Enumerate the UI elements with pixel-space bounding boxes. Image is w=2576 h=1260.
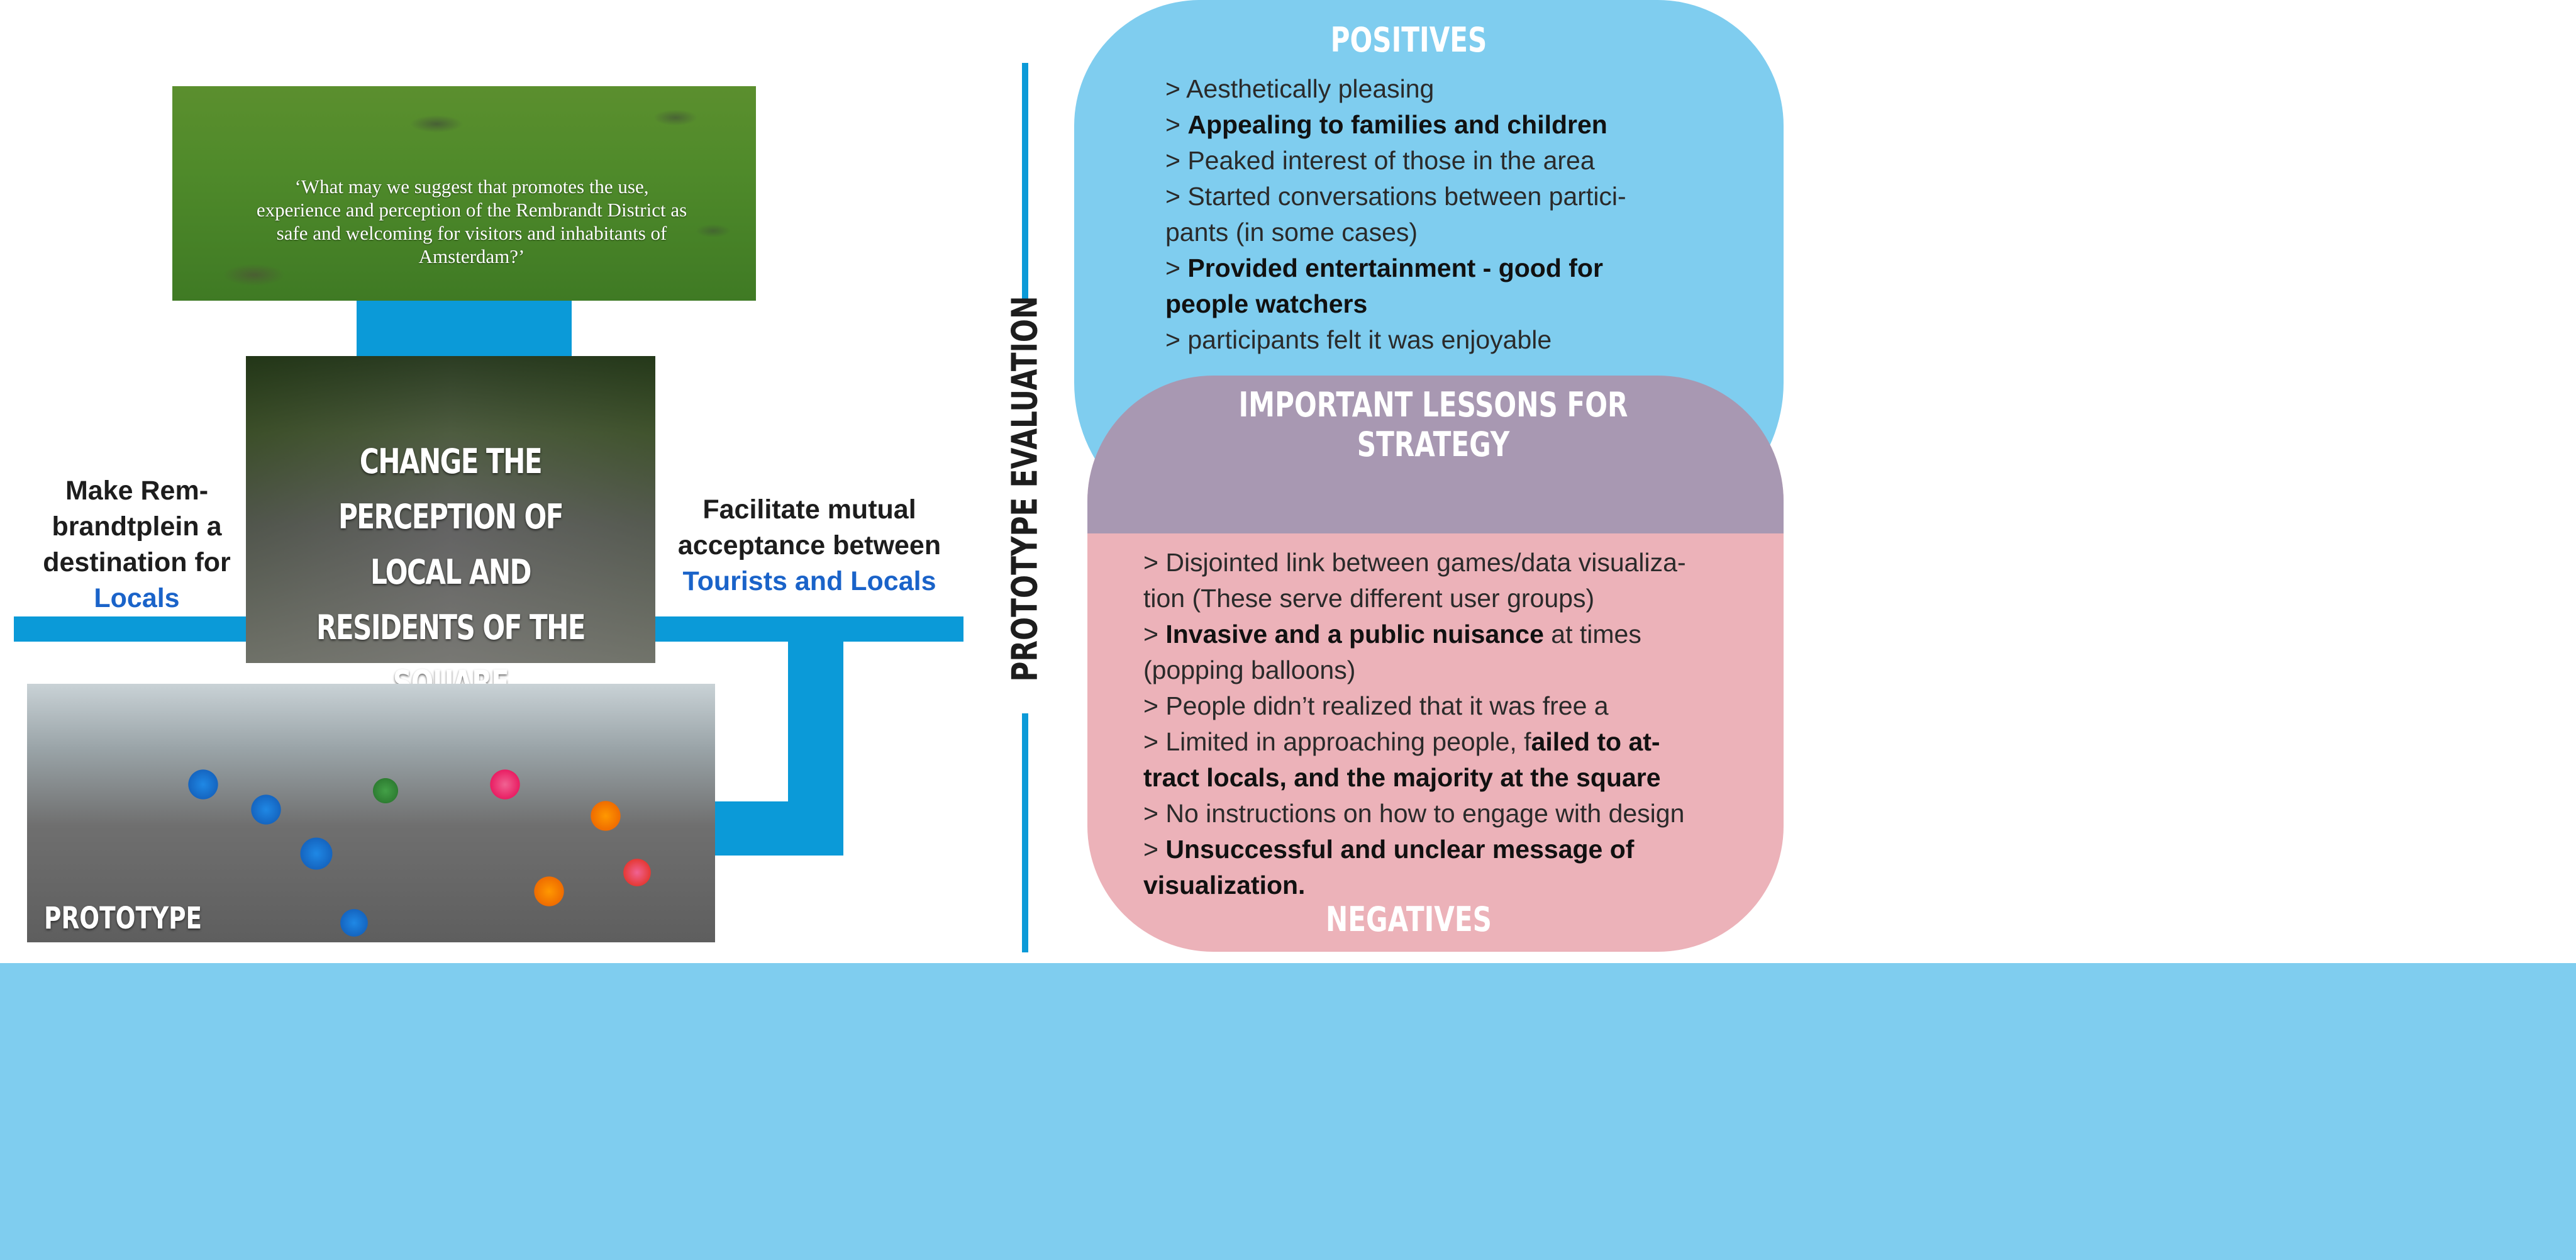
goal-locals-label: Make Rem- brandtplein a destination for … [25,473,248,616]
goal-title: CHANGE THE PERCEPTION OF LOCAL AND RESID… [316,442,586,703]
list-item: > Disjointed link between games/data vis… [1143,545,1686,581]
goal-acceptance-highlight: Tourists and Locals [682,566,936,596]
prototype-label: PROTOTYPE [44,901,203,936]
list-item: > Invasive and a public nuisance at time… [1143,616,1686,652]
list-item-bold: people watchers [1165,289,1368,318]
list-item-bold: Appealing to families and children [1187,110,1607,139]
list-item: > Aesthetically pleasing [1165,71,1626,107]
list-item-text: > Peaked interest of those in the area [1165,146,1595,175]
list-item-text: > No instructions on how to engage with … [1143,799,1685,828]
connector-bar-left [14,616,247,642]
list-item: tion (These serve different user groups) [1143,581,1686,616]
lessons-title: IMPORTANT LESSONS FOR STRATEGY [1238,385,1628,464]
list-item: > Peaked interest of those in the area [1165,143,1626,179]
list-item-suffix: at times [1543,620,1641,649]
list-item-prefix: > [1143,835,1166,864]
list-item: > Started conversations between partici- [1165,179,1626,215]
goal-locals-text: Make Rem- brandtplein a destination for [43,476,231,577]
divider-line-bottom [1022,713,1028,952]
list-item-prefix: > [1165,254,1188,282]
list-item: > Limited in approaching people, failed … [1143,724,1686,760]
square-photo [246,356,655,663]
list-item: > participants felt it was enjoyable [1165,322,1626,358]
list-item-bold: ailed to at- [1531,727,1660,756]
list-item-text: (popping balloons) [1143,655,1356,684]
list-item-text: > Aesthetically pleasing [1165,74,1435,103]
list-item-prefix: > Limited in approaching people, f [1143,727,1531,756]
list-item: pants (in some cases) [1165,215,1626,250]
list-item-text: pants (in some cases) [1165,218,1418,247]
list-item: > People didn’t realized that it was fre… [1143,688,1686,724]
research-question: ‘What may we suggest that promotes the u… [256,176,687,267]
positives-list: > Aesthetically pleasing > Appealing to f… [1165,71,1626,358]
list-item: > Unsuccessful and unclear message of [1143,832,1686,867]
list-item: visualization. [1143,867,1686,903]
list-item: people watchers [1165,286,1626,322]
lessons-overlap [1087,376,1784,533]
list-item-text: > People didn’t realized that it was fre… [1143,691,1609,720]
park-photo [172,86,756,301]
list-item-text: > participants felt it was enjoyable [1165,325,1552,354]
list-item-bold: Unsuccessful and unclear message of [1165,835,1635,864]
connector-bar-right [655,616,963,642]
list-item-text: tion (These serve different user groups) [1143,584,1595,613]
list-item-text: > Started conversations between partici- [1165,182,1626,211]
list-item-bold: visualization. [1143,871,1306,900]
positives-title: POSITIVES [1330,20,1487,60]
negatives-list: > Disjointed link between games/data vis… [1143,545,1686,903]
goal-locals-highlight: Locals [94,583,180,613]
divider-line-top [1022,63,1028,299]
list-item: tract locals, and the majority at the sq… [1143,760,1686,796]
list-item-prefix: > [1165,110,1188,139]
negatives-title: NEGATIVES [1325,900,1492,939]
list-item: (popping balloons) [1143,652,1686,688]
list-item-bold: Provided entertainment - good for [1187,254,1603,282]
goal-acceptance-label: Facilitate mutual acceptance between Tou… [655,492,963,599]
list-item-text: > Disjointed link between games/data vis… [1143,548,1686,577]
list-item: > Provided entertainment - good for [1165,250,1626,286]
list-item: > No instructions on how to engage with … [1143,796,1686,832]
bottom-background-band [0,963,2576,1260]
list-item-prefix: > [1143,620,1166,649]
list-item-bold: tract locals, and the majority at the sq… [1143,763,1661,792]
connector-bar-top [357,301,572,356]
list-item: > Appealing to families and children [1165,107,1626,143]
prototype-photo [27,684,715,942]
goal-acceptance-text: Facilitate mutual acceptance between [677,494,941,560]
evaluation-label-text: PROTOTYPE EVALUATION [1004,296,1046,682]
list-item-bold: Invasive and a public nuisance [1165,620,1544,649]
connector-bar-bottom [715,801,843,856]
